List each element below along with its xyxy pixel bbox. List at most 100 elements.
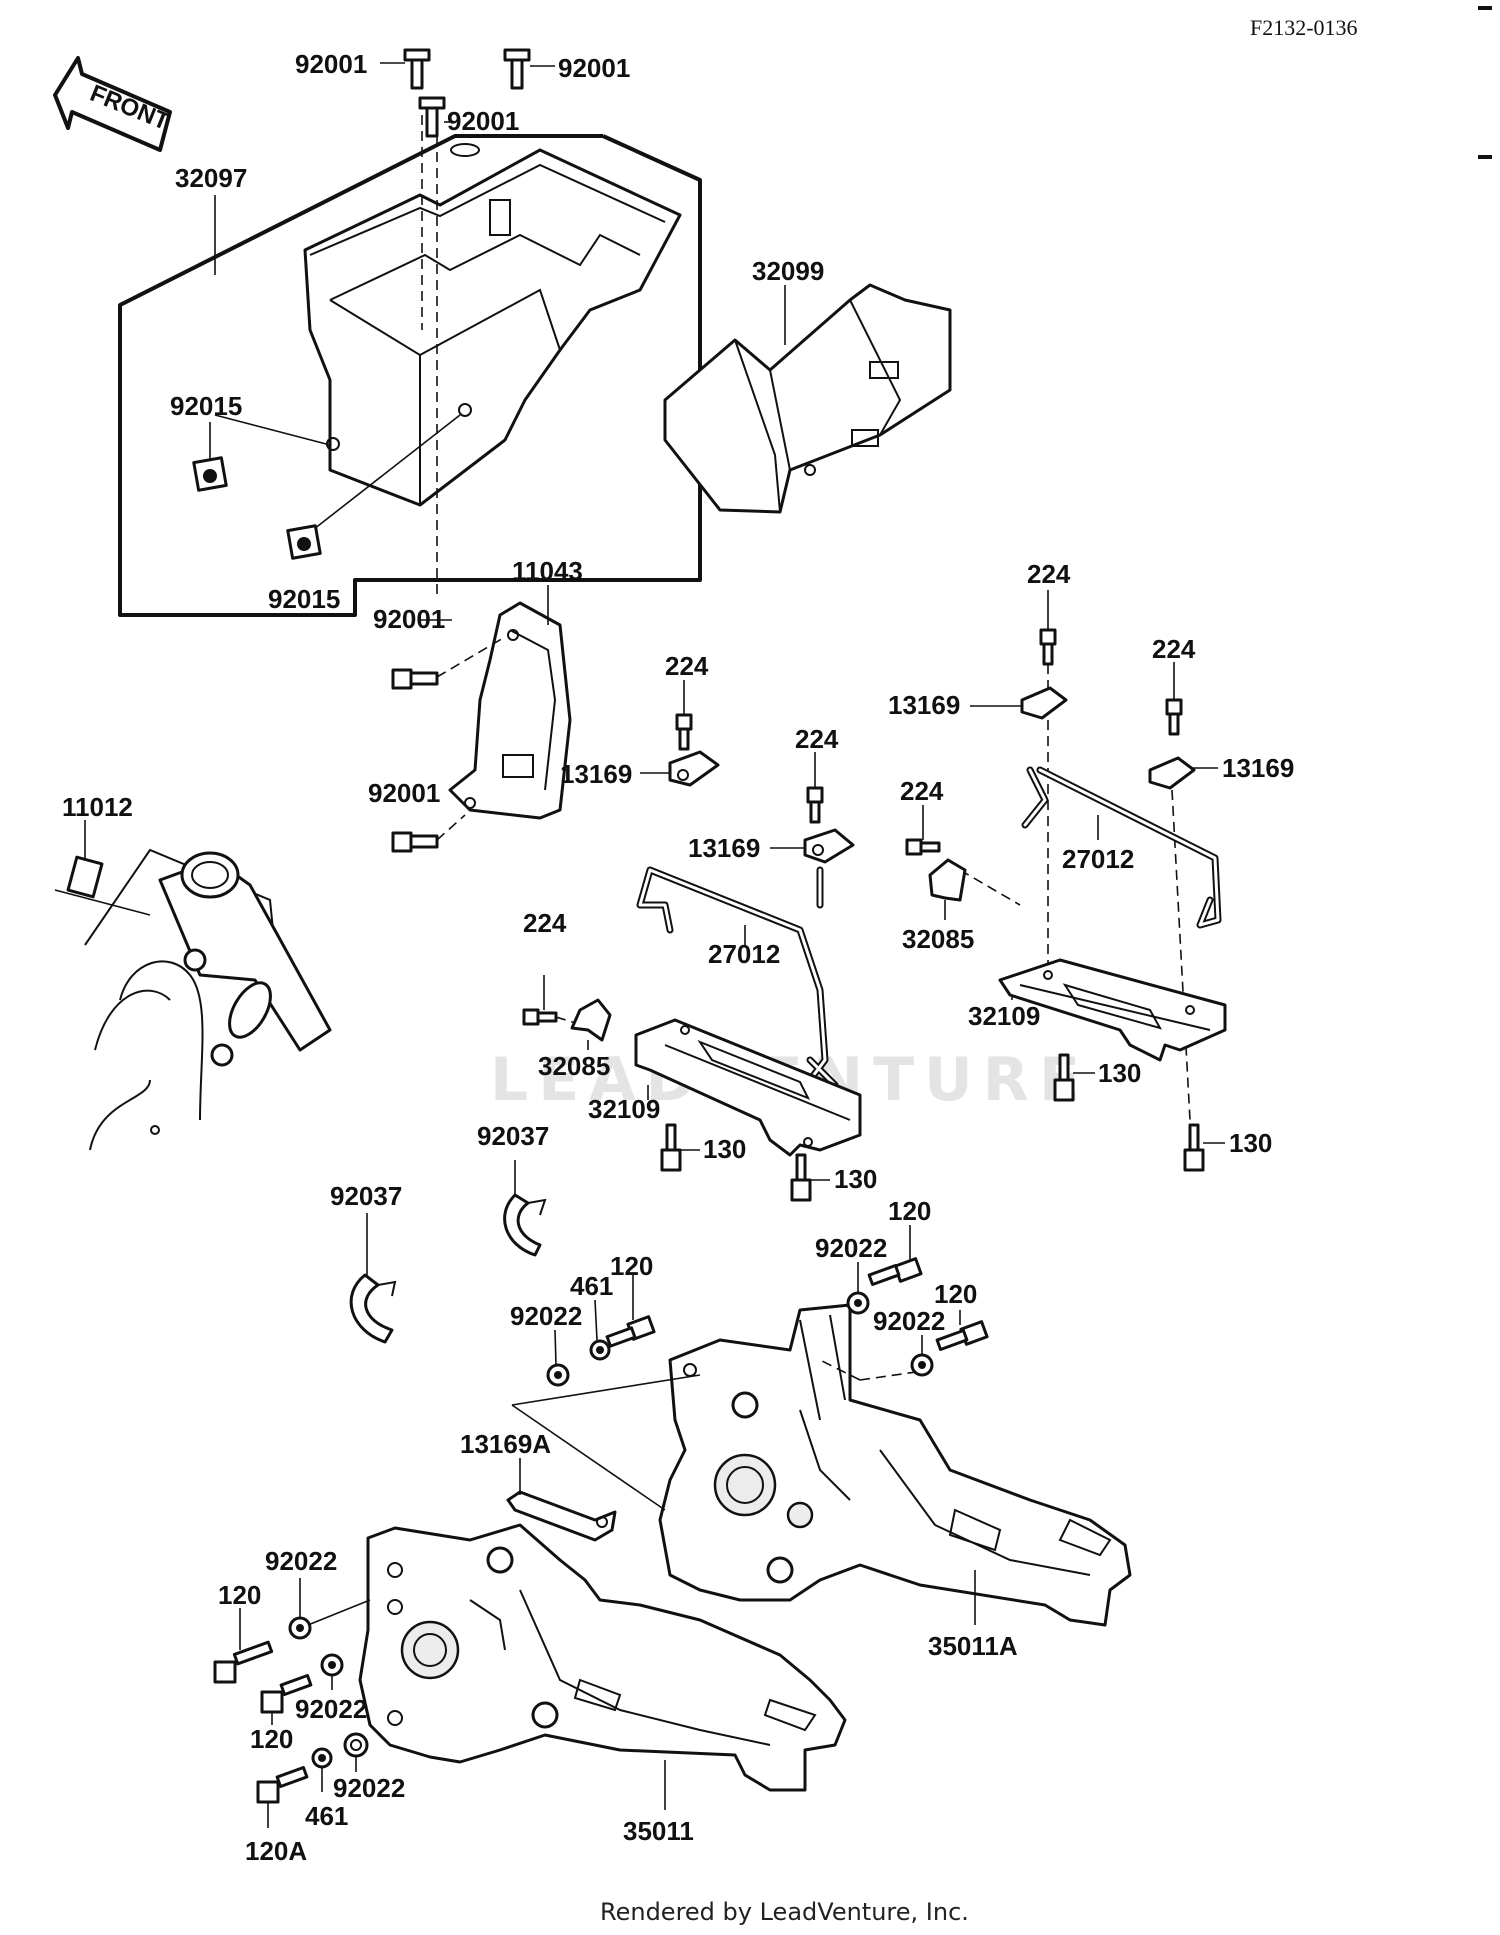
bolt-92001-bracket-upper xyxy=(391,619,506,690)
label-224-right: 224 xyxy=(1152,634,1196,664)
label-32085-right: 32085 xyxy=(902,924,974,954)
bolt-224-right-lower xyxy=(905,805,1021,906)
stay-13169a xyxy=(506,1458,617,1542)
label-224-right-top: 224 xyxy=(1027,559,1071,589)
washer-92022-right-top xyxy=(846,1262,870,1315)
bolt-120-left-top xyxy=(213,1608,274,1684)
label-120-right-top: 120 xyxy=(888,1196,931,1226)
label-224-left-mid: 224 xyxy=(795,724,839,754)
label-92022-center: 92022 xyxy=(510,1301,582,1331)
bolt-120a-left xyxy=(256,1766,309,1828)
leader-center-assembly-b xyxy=(511,1404,666,1511)
label-92001-top-left: 92001 xyxy=(295,49,367,79)
clamp-13169-left-upper xyxy=(640,750,720,787)
label-461-center: 461 xyxy=(570,1271,613,1301)
washer-92022-center xyxy=(546,1329,570,1387)
label-13169a: 13169A xyxy=(460,1429,551,1459)
label-92001-bracket-lower: 92001 xyxy=(368,778,440,808)
nut-461-center xyxy=(589,1299,611,1361)
nut-461-left xyxy=(311,1747,333,1792)
bolt-120-left-mid xyxy=(260,1674,313,1725)
label-92022-left-top: 92022 xyxy=(265,1546,337,1576)
clamp-13169-left-mid xyxy=(770,828,855,864)
margin-mark-top xyxy=(1478,6,1492,10)
clamp-13169-right xyxy=(1148,756,1218,1121)
label-27012-right: 27012 xyxy=(1062,844,1134,874)
label-92015-lower: 92015 xyxy=(268,584,340,614)
bolt-224-left-lower xyxy=(522,975,583,1026)
label-13169-right-top: 13169 xyxy=(888,690,960,720)
label-92022-right-mid: 92022 xyxy=(873,1306,945,1336)
label-11043: 11043 xyxy=(512,556,583,586)
bolt-224-right xyxy=(1165,662,1183,736)
bolt-92001-top-right xyxy=(503,48,555,90)
bolt-130-right-a xyxy=(1053,1053,1095,1102)
bolt-130-left-a xyxy=(660,1123,700,1172)
diagram-id: F2132-0136 xyxy=(1250,15,1358,40)
rod-27012-right xyxy=(1021,766,1222,929)
label-27012-left: 27012 xyxy=(708,939,780,969)
label-130-right-a: 130 xyxy=(1098,1058,1141,1088)
battery-case-32097 xyxy=(118,115,702,617)
label-92022-left-low: 92022 xyxy=(333,1773,405,1803)
bolt-120-right-mid xyxy=(935,1310,989,1351)
clip-32085-left xyxy=(570,998,612,1050)
bolt-224-left-upper xyxy=(675,680,693,751)
label-224-left-lower: 224 xyxy=(523,908,567,938)
label-32109-right: 32109 xyxy=(968,1001,1040,1031)
washer-92022-right-mid xyxy=(910,1335,934,1377)
label-13169-left-upper: 13169 xyxy=(560,759,632,789)
label-92037-lower: 92037 xyxy=(330,1181,402,1211)
holder-32109-right xyxy=(998,958,1227,1062)
bolt-120-center xyxy=(605,1275,656,1348)
clip-32085-right xyxy=(928,858,967,920)
label-92022-right-top: 92022 xyxy=(815,1233,887,1263)
label-120-center: 120 xyxy=(610,1251,653,1281)
label-461-left: 461 xyxy=(305,1801,348,1831)
label-32097: 32097 xyxy=(175,163,247,193)
label-13169-right: 13169 xyxy=(1222,753,1294,783)
bolt-92001-top-left xyxy=(380,48,431,90)
label-32099: 32099 xyxy=(752,256,824,286)
label-92015-upper: 92015 xyxy=(170,391,242,421)
bolt-224-right-top xyxy=(1039,590,1057,690)
label-32109-left: 32109 xyxy=(588,1094,660,1124)
label-32085-left: 32085 xyxy=(538,1051,610,1081)
label-224-right-lower: 224 xyxy=(900,776,944,806)
label-92022-left-mid: 92022 xyxy=(295,1694,367,1724)
label-92001-top-right: 92001 xyxy=(558,53,630,83)
label-92001-bracket-upper: 92001 xyxy=(373,604,445,634)
bracket-11043 xyxy=(448,601,572,820)
label-130-right-b: 130 xyxy=(1229,1128,1272,1158)
washer-92022-left-top xyxy=(288,1578,371,1640)
label-35011a: 35011A xyxy=(928,1631,1018,1661)
front-arrow-label: FRONT xyxy=(86,80,173,136)
front-arrow-icon: FRONT xyxy=(53,56,173,152)
label-35011: 35011 xyxy=(623,1816,694,1846)
label-120-left-mid: 120 xyxy=(250,1724,293,1754)
bolt-130-right-b xyxy=(1183,1123,1225,1172)
label-120-right-mid: 120 xyxy=(934,1279,977,1309)
label-130-left-a: 130 xyxy=(703,1134,746,1164)
rubber-92037-lower xyxy=(349,1213,397,1344)
credit: Rendered by LeadVenture, Inc. xyxy=(600,1898,969,1926)
label-92037-upper: 92037 xyxy=(477,1121,549,1151)
rubber-92037-upper xyxy=(503,1160,547,1257)
bolt-224-left-mid xyxy=(806,752,824,824)
leader-center-assembly xyxy=(511,1374,701,1406)
label-130-left-b: 130 xyxy=(834,1164,877,1194)
washer-92022-left-mid xyxy=(320,1653,344,1690)
holder-32109-left xyxy=(634,1018,862,1157)
footrest-bracket-35011a xyxy=(658,1303,1132,1627)
label-92001-top-center: 92001 xyxy=(447,106,519,136)
label-13169-left-mid: 13169 xyxy=(688,833,760,863)
label-224-left-upper: 224 xyxy=(665,651,709,681)
clamp-13169-right-top xyxy=(970,686,1068,1000)
bolt-92001-bracket-lower xyxy=(391,814,466,853)
washer-92022-left-low xyxy=(343,1732,369,1772)
footrest-bracket-35011 xyxy=(358,1523,847,1810)
label-120-left-top: 120 xyxy=(218,1580,261,1610)
bolt-92001-top-center xyxy=(418,96,450,138)
bolt-120-right-top xyxy=(867,1225,923,1286)
